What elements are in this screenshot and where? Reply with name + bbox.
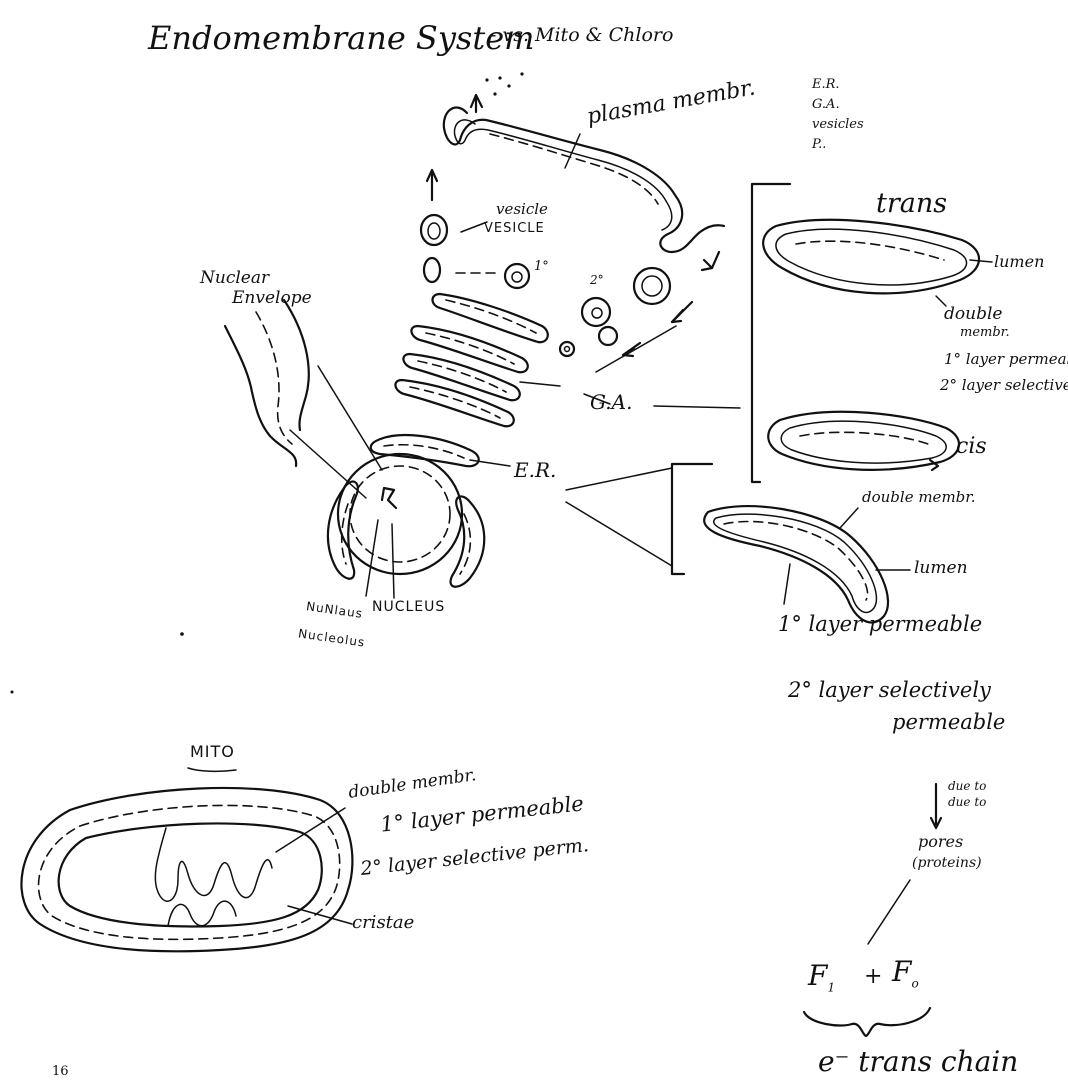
nuclear-envelope-label: Nuclear bbox=[200, 270, 269, 287]
page-title: Endomembrane System bbox=[148, 22, 534, 54]
mito-cristae-label: cristae bbox=[352, 914, 414, 932]
leader-lines bbox=[470, 134, 740, 566]
proteins-label: (proteins) bbox=[912, 856, 982, 870]
side-note: E.R. bbox=[812, 78, 840, 91]
side-note: G.A. bbox=[812, 98, 840, 111]
vesicles-drawing bbox=[421, 215, 719, 356]
er-layer2-label: permeable bbox=[892, 712, 1005, 733]
vesicle-label: vesicle bbox=[496, 202, 548, 217]
stray-dot bbox=[11, 691, 14, 694]
mito-title-underline bbox=[188, 768, 236, 771]
nucleus-drawing bbox=[338, 454, 462, 598]
f1-label: F1 bbox=[808, 962, 835, 994]
f1-subscript: 1 bbox=[827, 981, 835, 995]
plus-sign: + bbox=[864, 966, 882, 988]
atp-synthase-drawing bbox=[804, 784, 941, 1036]
golgi-layer2-label: 2° layer selective bbox=[940, 378, 1068, 393]
exocytosis-dots bbox=[485, 72, 523, 95]
fo-subscript: o bbox=[911, 977, 918, 991]
fo-label: Fo bbox=[892, 958, 919, 990]
primary-lysosome-label: 1° bbox=[534, 260, 549, 273]
atp-note: due to bbox=[948, 796, 986, 808]
side-note: P.. bbox=[812, 138, 826, 151]
golgi-layer1-label: 1° layer permeable bbox=[944, 352, 1068, 367]
golgi-stacks-drawing bbox=[395, 294, 560, 426]
golgi-apparatus-label: G.A. bbox=[590, 392, 632, 412]
er-layer1-label: 1° layer permeable bbox=[778, 614, 982, 635]
page-title-note: - vs. Mito & Chloro bbox=[490, 26, 673, 45]
er-layer2-label: 2° layer selectively bbox=[788, 680, 991, 701]
golgi-double-label: membr. bbox=[960, 326, 1010, 339]
electron-transport-chain-label: e⁻ trans chain bbox=[818, 1048, 1018, 1076]
side-note: vesicles bbox=[812, 118, 864, 131]
golgi-trans-label: trans bbox=[876, 190, 947, 217]
nuclear-envelope-label: Envelope bbox=[232, 290, 312, 307]
golgi-lumen-label: lumen bbox=[994, 254, 1044, 270]
page-number: 16 bbox=[52, 1064, 69, 1079]
atp-note: due to bbox=[948, 780, 986, 792]
stray-dot bbox=[180, 632, 184, 636]
mitochondrion-drawing bbox=[21, 788, 352, 951]
secondary-lysosome-label: 2° bbox=[590, 274, 604, 286]
golgi-cis-label: cis bbox=[956, 436, 987, 458]
fo-letter: F bbox=[892, 955, 911, 988]
pores-label: pores bbox=[918, 834, 963, 850]
up-arrow bbox=[427, 170, 437, 200]
vesicle-label-caps: VESICLE bbox=[484, 222, 545, 235]
f1-letter: F bbox=[808, 959, 827, 992]
er-lumen-label: lumen bbox=[914, 560, 968, 577]
er-label: E.R. bbox=[514, 460, 556, 480]
er-double-membrane-label: double membr. bbox=[862, 490, 976, 505]
nucleus-label: NUCLEUS bbox=[372, 600, 445, 614]
golgi-double-label: double bbox=[944, 306, 1002, 323]
mito-title: MITO bbox=[190, 744, 235, 760]
er-drawing bbox=[328, 435, 484, 587]
